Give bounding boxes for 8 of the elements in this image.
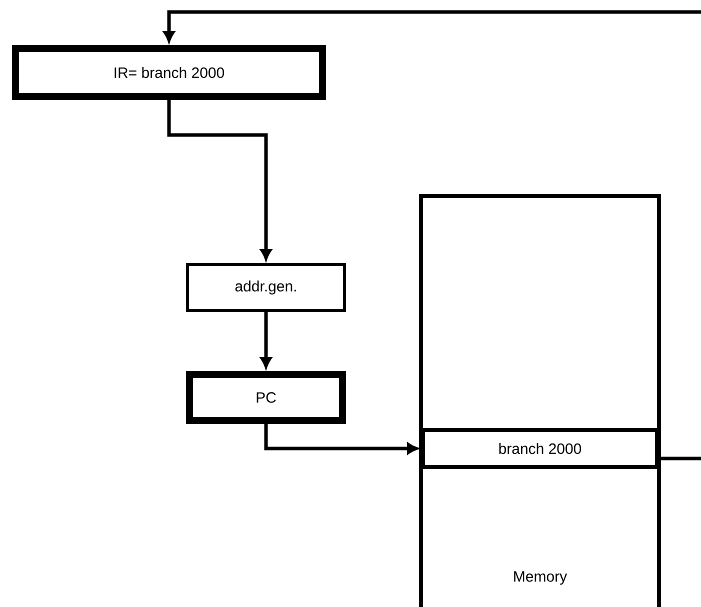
register-box: PC bbox=[186, 371, 346, 424]
process-box: addr.gen. bbox=[186, 263, 346, 312]
arrow bbox=[264, 424, 418, 454]
arrow bbox=[163, 10, 701, 460]
arrow bbox=[260, 312, 272, 368]
memory-cell: branch 2000 bbox=[421, 428, 659, 469]
register-box: IR= branch 2000 bbox=[12, 45, 326, 100]
arrow bbox=[167, 100, 272, 260]
